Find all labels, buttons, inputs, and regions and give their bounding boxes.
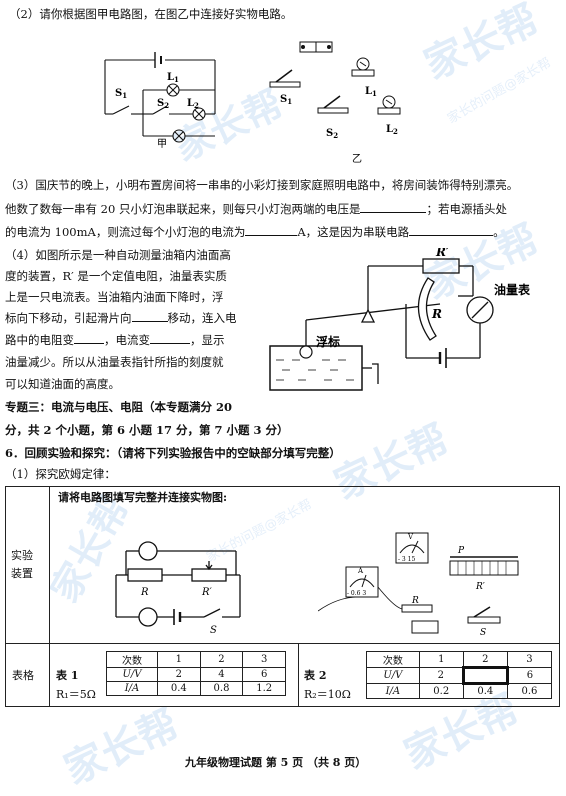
table-cell: 0.6 (506, 683, 553, 699)
table-row: U/V 2 6 (366, 666, 553, 685)
label-r: R (431, 307, 442, 321)
label-l1: L1 (167, 72, 179, 84)
table-cell: 0.4 (157, 681, 201, 696)
label-l1-yi: L1 (365, 86, 377, 98)
answer-blank[interactable] (245, 222, 298, 236)
table-cell: 次数 (106, 651, 158, 668)
answer-blank[interactable] (74, 330, 104, 344)
experiment-physical-circuit: P R′ R S V - 3 15 A - 0.6 3 (318, 532, 519, 638)
label-phys-r: R (411, 596, 419, 606)
table-cell: 6 (506, 667, 553, 684)
label-phys-v: V (407, 533, 414, 541)
watermark-slogan: 家长的问题@家长帮 (445, 55, 554, 127)
row-label-table: 表格 (12, 669, 34, 682)
table2-condition: R₂＝10Ω (304, 688, 351, 701)
label-s1-yi: S1 (280, 94, 292, 106)
table2-title: 表 2 (304, 669, 327, 682)
table1: 次数 1 2 3 U/V 2 4 6 I/A 0.4 0.8 1.2 (106, 651, 286, 696)
table-row: I/A 0.2 0.4 0.6 (366, 683, 553, 699)
table-cell: 1 (418, 651, 464, 668)
table-cell: 3 (242, 651, 286, 668)
experiment-report-table: 请将电路图填写完整并连接实物图: 实验装置 表格 R R′ S (5, 486, 560, 707)
table1-condition: R₁＝5Ω (56, 688, 96, 701)
label-phys-v-scale: - 3 15 (398, 556, 415, 563)
circuit-diagram-jia: S1 L1 S2 L2 甲 (104, 52, 216, 148)
topic3-line1: 专题三：电流与电压、电阻（本专题满分 20 (5, 400, 233, 414)
answer-blank[interactable] (360, 199, 427, 213)
watermark-brand: 家长帮 (57, 701, 186, 794)
label-exp-s: S (210, 625, 217, 636)
page-footer: 九年级物理试题 第 5 页 （共 8 页） (185, 756, 367, 769)
answer-blank[interactable] (409, 222, 494, 236)
label-phys-p: P (457, 546, 465, 556)
row-label-setup: 实验装置 (11, 549, 33, 580)
table-cell: U/V (366, 667, 420, 684)
q4-line1: （4）如图所示是一种自动测量油箱内油面高 (5, 248, 231, 262)
label-exp-r: R (140, 587, 149, 598)
table-row: I/A 0.4 0.8 1.2 (106, 681, 286, 696)
table-cell: 4 (199, 667, 244, 682)
label-phys-a-scale: - 0.6 3 (347, 590, 366, 597)
table-row: 次数 1 2 3 (366, 651, 553, 668)
label-phys-s: S (480, 628, 486, 638)
table-cell: 2 (418, 667, 464, 684)
q4-line4: 标向下移动，引起滑片向移动，连入电 (5, 308, 237, 329)
label-oil-meter: 油量表 (494, 282, 531, 297)
q4-line7: 可以知道油面的高度。 (5, 377, 120, 391)
q2-text: （2）请你根据图甲电路图，在图乙中连接好实物电路。 (9, 7, 293, 21)
table-cell: 2 (157, 667, 201, 682)
q4-line6: 油量减少。所以从油量表指针所指的刻度就 (5, 355, 224, 369)
label-exp-rprime: R′ (201, 587, 213, 598)
table-cell: I/A (366, 683, 420, 699)
label-phys-rprime: R′ (475, 582, 485, 592)
q4-line5: 路中的电阻变，电流变，显示 (5, 330, 225, 351)
label-r-prime: R′ (435, 248, 450, 259)
table-cell: 次数 (366, 651, 420, 668)
table2: 次数 1 2 3 U/V 2 6 I/A 0.2 0.4 0.6 (366, 651, 553, 699)
instruction-text: 请将电路图填写完整并连接实物图: (58, 491, 228, 504)
q4-line2: 度的装置，R′ 是一个定值电阻，油量表实质 (5, 269, 227, 283)
table-cell: 0.8 (199, 681, 244, 696)
physical-circuit-yi: S1 L1 S2 L2 乙 (269, 41, 401, 165)
table-row: 次数 1 2 3 (106, 651, 286, 668)
table-cell: 1.2 (242, 681, 286, 696)
q6-title: 6．回顾实验和探究：（请将下列实验报告中的空缺部分填写完整） (5, 446, 341, 460)
label-float: 浮标 (316, 334, 340, 349)
label-yi: 乙 (352, 153, 362, 165)
label-s2-yi: S2 (326, 128, 338, 140)
table-cell: 1 (157, 651, 201, 668)
q4-line3: 上是一只电流表。当油箱内油面下降时，浮 (5, 290, 224, 304)
table-cell: I/A (106, 681, 158, 696)
table-row: U/V 2 4 6 (106, 667, 286, 682)
q3-line2: 他数了数每一串有 20 只小灯泡串联起来，则每只小灯泡两端的电压是；若电源插头处 (5, 199, 507, 220)
experiment-circuit-diagram: R R′ S (115, 541, 241, 636)
table1-title: 表 1 (56, 669, 79, 682)
answer-blank[interactable] (461, 666, 509, 685)
watermark-brand: 家长帮 (417, 0, 546, 89)
label-s2: S2 (157, 98, 169, 110)
label-l2: L2 (187, 98, 199, 110)
answer-blank[interactable] (150, 330, 190, 344)
table-cell: 2 (462, 651, 508, 668)
label-l2-yi: L2 (386, 124, 398, 136)
table-cell: 6 (242, 667, 286, 682)
label-jia: 甲 (157, 139, 167, 148)
topic3-line2: 分，共 2 个小题，第 6 小题 17 分，第 7 小题 3 分） (5, 423, 289, 437)
q3-line1: （3）国庆节的晚上，小明布置房间将一串串的小彩灯接到家庭照明电路中，将房间装饰得… (5, 178, 519, 192)
table-cell: 2 (199, 651, 244, 668)
answer-blank[interactable] (131, 308, 168, 322)
q6-sub: （1）探究欧姆定律： (5, 467, 116, 481)
label-s1: S1 (115, 88, 127, 100)
table-cell: 3 (506, 651, 553, 668)
table-cell: 0.4 (462, 683, 508, 699)
table-cell: U/V (106, 667, 158, 682)
oil-gauge-diagram: R′ R 油量表 浮标 (269, 248, 531, 391)
label-phys-a: A (357, 567, 364, 575)
table-cell: 0.2 (418, 683, 464, 699)
